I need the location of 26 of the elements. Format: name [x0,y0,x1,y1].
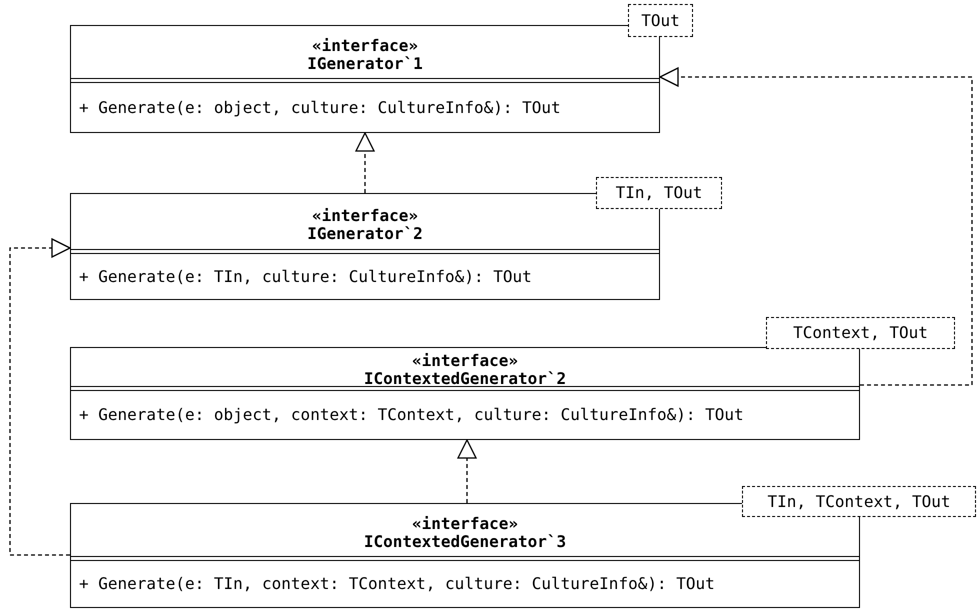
method-text: + Generate(e: TIn, context: TContext, culture: CultureInfo&): TOut [79,573,716,595]
method-text: + Generate(e: TIn, culture: CultureInfo&): TOut [79,266,533,288]
class-name: IContextedGenerator`2 [364,370,566,388]
realization-arrow [659,67,973,386]
class-name: IContextedGenerator`3 [364,533,566,551]
realization-arrow [9,238,71,556]
type-parameter-box [742,486,976,517]
stereotype-label: «interface» [412,352,518,370]
type-parameter-box [628,4,693,37]
realization-arrow [355,132,375,193]
class-box [70,347,860,440]
method-text: + Generate(e: object, context: TContext, culture: CultureInfo&): TOut [79,404,745,426]
class-name: IGenerator`2 [307,224,423,242]
type-parameter: TContext, TOut [793,322,928,344]
method-text: + Generate(e: object, culture: CultureInfo&): TOut [79,96,562,118]
realization-arrow [457,439,477,503]
type-parameter-box [766,317,955,349]
type-parameter-box [596,177,722,209]
class-name: IGenerator`1 [307,55,423,73]
class-box [70,25,660,133]
type-parameter: TOut [641,10,680,32]
stereotype-label: «interface» [412,515,518,533]
type-parameter: TIn, TContext, TOut [767,490,951,512]
stereotype-label: «interface» [312,37,418,55]
stereotype-label: «interface» [312,206,418,224]
type-parameter: TIn, TOut [616,182,702,204]
